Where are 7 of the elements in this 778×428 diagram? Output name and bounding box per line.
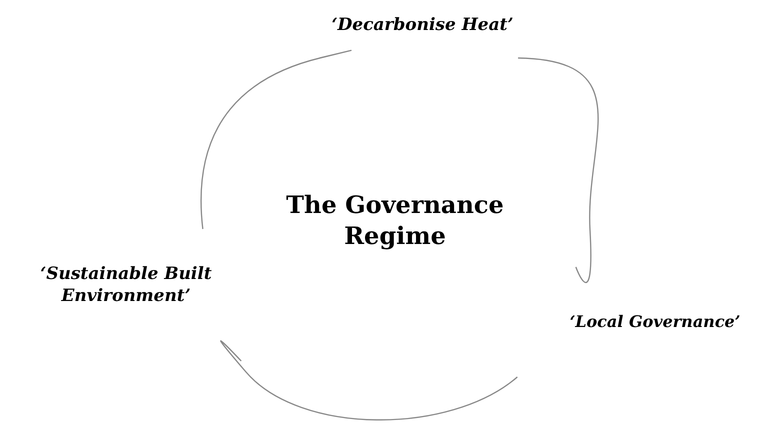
connector-arc: [200, 50, 350, 230]
connector-arc: [518, 57, 598, 283]
heading-text: ‘Decarbonise Heat’: [330, 14, 514, 36]
heading-text: ‘Local Governance’: [568, 312, 742, 332]
heading-text: ‘Sustainable Built Environment’: [39, 262, 213, 308]
title-text: The Governance Regime: [285, 188, 505, 252]
connector-arc: [221, 342, 518, 420]
